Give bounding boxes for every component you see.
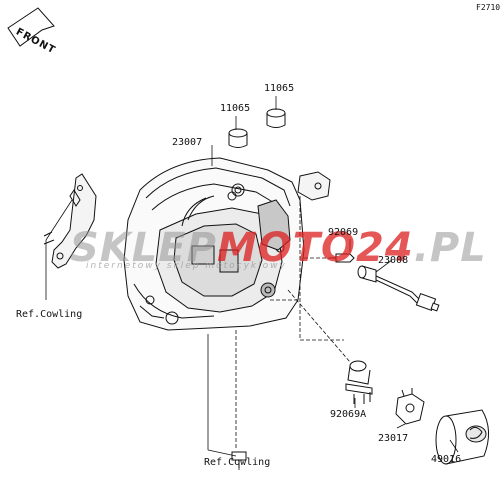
part-label-11065-bottom[interactable]: 11065 [220,103,251,114]
socket-23008-illustration [357,265,440,312]
watermark-brand-accent: MOTO24 [216,225,414,271]
part-label-11065-top[interactable]: 11065 [264,83,295,94]
figure-code: F2710 [476,3,501,12]
front-label: FRONT [13,26,58,57]
part-label-92069A[interactable]: 92069A [330,409,367,420]
bolt-illustration [231,451,247,468]
watermark-brand-suffix: .PL [413,225,487,271]
watermark-tagline: internetowy sklep motocyklowy [86,261,287,271]
cap-11065-bottom-illustration [228,128,248,148]
bulb-92069-illustration [330,253,355,263]
front-orientation-badge: FRONT [8,14,57,56]
ref-cowling-left-label[interactable]: Ref.Cowling [16,309,83,320]
cover-49016-illustration [435,409,489,465]
part-label-23007[interactable]: 23007 [172,137,203,148]
cap-11065-top-illustration [266,108,286,128]
part-label-23017[interactable]: 23017 [378,433,409,444]
part-label-49016[interactable]: 49016 [431,454,462,465]
socket-23017-illustration [395,388,425,425]
ref-cowling-bottom-label[interactable]: Ref.Cowling [204,457,271,468]
watermark-brand-left: SKLEP [70,225,217,271]
watermark-brand: SKLEPMOTO24.PL [70,228,487,268]
part-label-92069[interactable]: 92069 [328,227,359,238]
part-label-23008[interactable]: 23008 [378,255,409,266]
leader-lines [45,96,459,470]
headlight-housing-illustration [123,157,331,331]
bulb-92069A-illustration [345,360,373,404]
front-badge-outline [7,7,55,47]
cowling-bracket-illustration [43,173,97,269]
